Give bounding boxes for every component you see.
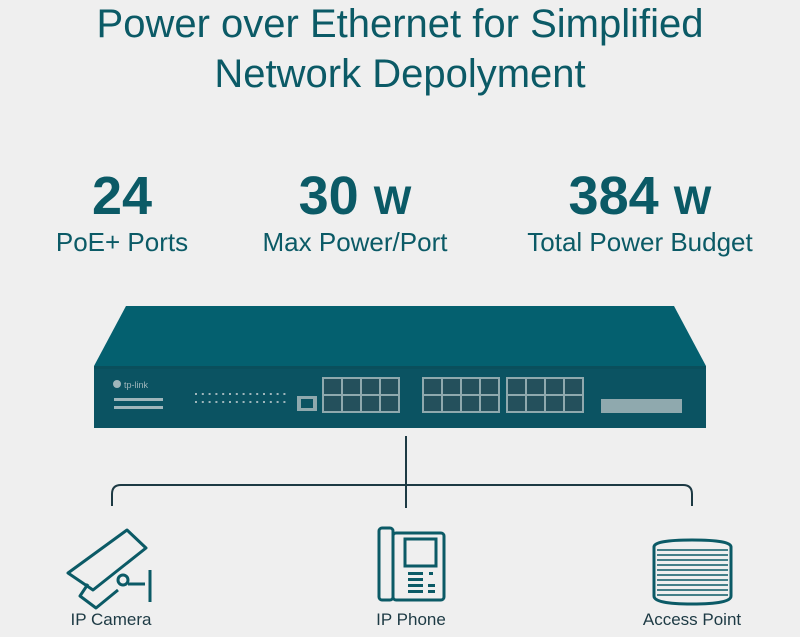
rj45-port (381, 379, 398, 394)
rj45-port (481, 396, 498, 411)
led (256, 401, 259, 403)
rj45-port (527, 379, 544, 394)
stat-value: 384 (568, 166, 659, 226)
led (201, 401, 204, 403)
ip-phone-icon (377, 526, 446, 602)
rj45-port (381, 396, 398, 411)
rj45-port (546, 396, 563, 411)
stat-label: Total Power Budget (527, 227, 753, 257)
rj45-port (343, 396, 360, 411)
led (235, 401, 238, 403)
stat-value: 30 (298, 166, 359, 226)
led (276, 401, 279, 403)
led (269, 393, 272, 395)
rj45-port (481, 379, 498, 394)
led (249, 401, 252, 403)
rj45-port (527, 396, 544, 411)
device-label-ip-camera: IP Camera (70, 610, 152, 629)
rj45-port (508, 396, 525, 411)
rj45-port (462, 379, 479, 394)
led (208, 393, 211, 395)
led (215, 401, 218, 403)
led (242, 393, 245, 395)
switch-image: tp-link (94, 306, 706, 428)
ip-camera-icon (66, 528, 152, 610)
svg-text:tp-link: tp-link (124, 380, 149, 390)
led (283, 393, 286, 395)
connection-lines (111, 436, 693, 508)
rj45-port (424, 379, 441, 394)
rj45-port (324, 379, 341, 394)
status-leds (195, 393, 286, 403)
device-label-ip-phone: IP Phone (376, 610, 446, 629)
rj45-port (546, 379, 563, 394)
led (201, 393, 204, 395)
rj45-port (424, 396, 441, 411)
led (269, 401, 272, 403)
led (276, 393, 279, 395)
rj45-port (462, 396, 479, 411)
led (242, 401, 245, 403)
headline-line-1: Power over Ethernet for Simplified (96, 2, 704, 46)
led (222, 393, 225, 395)
headline-line-2: Network Depolyment (214, 52, 586, 96)
rj45-port (443, 379, 460, 394)
poe-ports (322, 377, 584, 413)
stat-value: 24 (91, 166, 153, 226)
sfp-slot (601, 399, 682, 413)
rj45-port (362, 396, 379, 411)
led (208, 401, 211, 403)
led (222, 401, 225, 403)
led (263, 393, 265, 395)
led (229, 401, 231, 403)
led (235, 393, 238, 395)
tp-link-logo: tp-link (113, 380, 149, 390)
rj45-port (324, 396, 341, 411)
led (229, 393, 231, 395)
access-point-icon (652, 538, 733, 606)
stat-label: Max Power/Port (262, 227, 448, 257)
led (249, 393, 252, 395)
led (283, 401, 286, 403)
led (263, 401, 265, 403)
rj45-port (565, 396, 582, 411)
led (195, 401, 197, 403)
device-label-access-point: Access Point (642, 610, 742, 629)
rj45-port (362, 379, 379, 394)
stat-label: PoE+ Ports (55, 227, 189, 257)
led (215, 393, 218, 395)
stat-unit: W (673, 179, 712, 223)
rj45-port (565, 379, 582, 394)
stat-unit: W (373, 179, 412, 223)
rj45-port (508, 379, 525, 394)
rj45-port (343, 379, 360, 394)
led (256, 393, 259, 395)
rj45-port (443, 396, 460, 411)
led (195, 393, 197, 395)
